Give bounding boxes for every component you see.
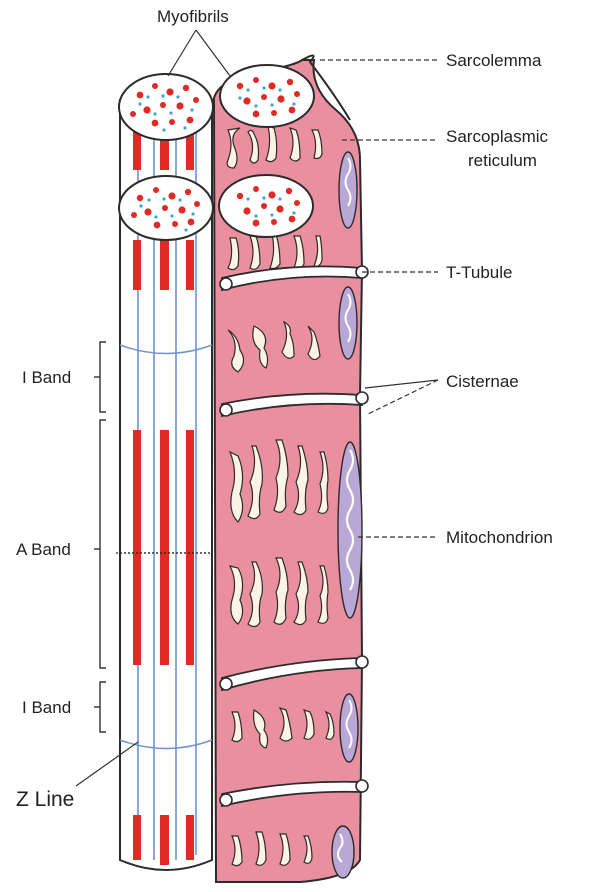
- label-mitochondrion: Mitochondrion: [446, 528, 553, 547]
- label-sarcolemma: Sarcolemma: [446, 51, 542, 70]
- pink-cap-top: [220, 65, 314, 127]
- label-sarcoplasmic-line1: Sarcoplasmic: [446, 127, 549, 146]
- i-band-top-bracket: [100, 342, 106, 412]
- label-t-tubule: T-Tubule: [446, 263, 512, 282]
- label-i-band-top: I Band: [22, 368, 71, 387]
- label-i-band-bottom: I Band: [22, 698, 71, 717]
- myofibril-cap-top: [119, 74, 213, 140]
- label-sarcoplasmic-line2: reticulum: [468, 151, 537, 170]
- i-band-bottom-bracket: [100, 682, 106, 732]
- label-myofibrils: Myofibrils: [157, 7, 229, 26]
- myofibril-cap-second: [119, 176, 213, 240]
- label-cisternae: Cisternae: [446, 372, 519, 391]
- pink-cap-second: [219, 175, 313, 237]
- label-a-band: A Band: [16, 540, 71, 559]
- a-band-bracket: [100, 420, 106, 668]
- myofibril-column: [119, 74, 213, 870]
- sarcoplasm-column: [214, 55, 368, 882]
- label-z-line: Z Line: [16, 788, 74, 811]
